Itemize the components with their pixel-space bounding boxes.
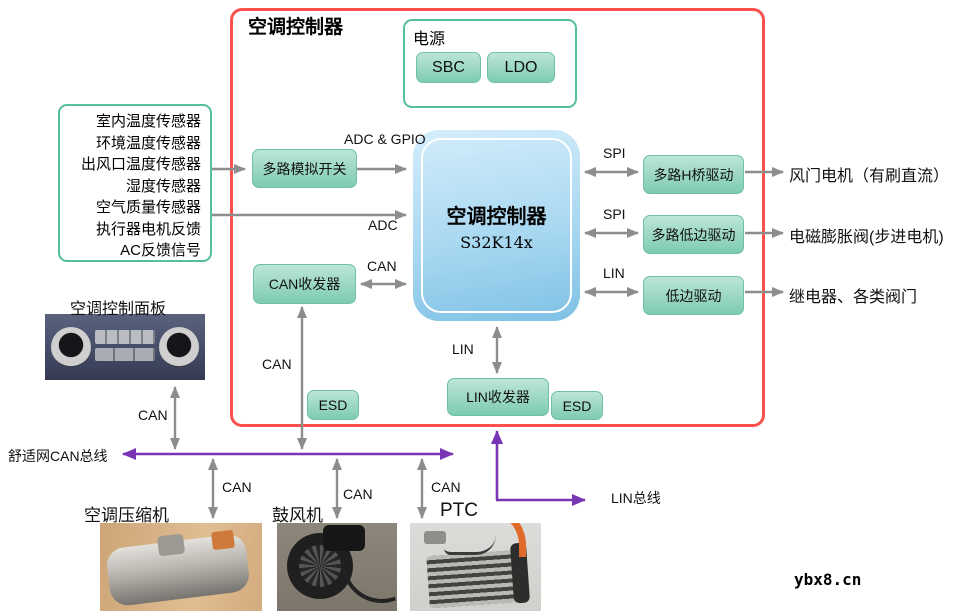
sensor-item: 空气质量传感器 xyxy=(95,199,201,216)
panel-button-row-top xyxy=(95,330,155,344)
blower-top-duct xyxy=(323,525,365,551)
label-can-ptc: CAN xyxy=(431,479,461,495)
controller-box-title: 空调控制器 xyxy=(248,17,344,38)
can-transceiver-block: CAN收发器 xyxy=(253,264,356,304)
label-can-blower: CAN xyxy=(343,486,373,502)
label-adc: ADC xyxy=(368,217,398,233)
multi-lowside-driver-block: 多路低边驱动 xyxy=(643,215,744,254)
ldo-block: LDO xyxy=(487,52,555,83)
compressor-photo xyxy=(100,523,262,611)
lowside-driver-block: 低边驱动 xyxy=(643,276,744,315)
ptc-orange-cable xyxy=(462,523,526,557)
label-lin-mcu: LIN xyxy=(452,341,474,357)
panel-left-knob xyxy=(51,327,91,367)
label-spi-1: SPI xyxy=(603,145,626,161)
sensor-item: 出风口温度传感器 xyxy=(80,156,201,173)
sensor-item: AC反馈信号 xyxy=(120,242,201,259)
blower-photo xyxy=(277,523,397,611)
ptc-label: PTC xyxy=(440,500,478,521)
label-lin-bus: LIN总线 xyxy=(611,490,661,506)
output-expansion-valve: 电磁膨胀阀(步进电机) xyxy=(789,229,944,246)
label-can-compressor: CAN xyxy=(222,479,252,495)
esd-block-lin: ESD xyxy=(551,391,603,420)
sensor-item: 室内温度传感器 xyxy=(95,113,201,130)
control-panel-photo xyxy=(45,314,205,380)
label-lin-right: LIN xyxy=(603,265,625,281)
sensor-list-box: 室内温度传感器 环境温度传感器 出风口温度传感器 湿度传感器 空气质量传感器 执… xyxy=(58,104,212,262)
label-adc-gpio: ADC & GPIO xyxy=(344,131,426,147)
hbridge-driver-block: 多路H桥驱动 xyxy=(643,155,744,194)
power-box-title: 电源 xyxy=(413,31,446,48)
esd-block-can: ESD xyxy=(307,390,359,420)
mcu-title: 空调控制器 xyxy=(446,205,547,228)
label-can-mcu: CAN xyxy=(367,258,397,274)
label-can-vertical: CAN xyxy=(262,356,292,372)
compressor-orange-part xyxy=(210,529,236,551)
compressor-top-block xyxy=(156,533,186,557)
analog-switch-block: 多路模拟开关 xyxy=(252,149,357,188)
ptc-connector xyxy=(424,531,446,544)
label-comfort-can-bus: 舒适网CAN总线 xyxy=(8,448,108,464)
lin-transceiver-block: LIN收发器 xyxy=(447,378,549,416)
label-can-panel: CAN xyxy=(138,407,168,423)
watermark: ybx8.cn xyxy=(794,570,862,589)
output-relays-valves: 继电器、各类阀门 xyxy=(789,289,918,306)
output-damper-motor: 风门电机（有刷直流） xyxy=(789,168,950,185)
compressor-label: 空调压缩机 xyxy=(84,506,169,525)
panel-label: 空调控制面板 xyxy=(70,301,167,318)
sensor-item: 环境温度传感器 xyxy=(95,134,201,152)
sensor-item: 湿度传感器 xyxy=(125,177,201,195)
sbc-block: SBC xyxy=(416,52,481,83)
blower-fan-wheel xyxy=(299,545,341,587)
sensor-item: 执行器电机反馈 xyxy=(95,220,201,238)
ptc-black-wire xyxy=(444,535,496,555)
mcu-block: 空调控制器 S32K14x xyxy=(413,130,580,321)
ptc-photo xyxy=(410,523,541,611)
mcu-part-number: S32K14x xyxy=(460,232,533,252)
panel-button-row-bottom xyxy=(95,348,155,361)
label-spi-2: SPI xyxy=(603,206,626,222)
blower-label: 鼓风机 xyxy=(272,506,323,525)
panel-right-knob xyxy=(159,327,199,367)
